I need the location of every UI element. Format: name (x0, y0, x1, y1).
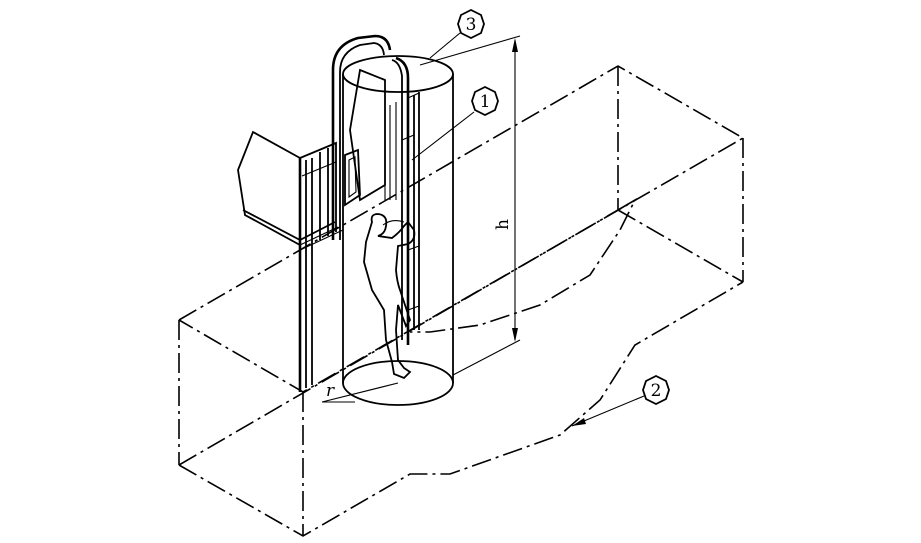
door-panel (344, 68, 386, 207)
callout-2-label: 2 (651, 381, 662, 401)
callout-1: 1 (411, 85, 499, 161)
radius-label: r (326, 381, 335, 401)
platform (237, 130, 344, 392)
callout-1-label: 1 (480, 92, 491, 112)
ladder-cage (331, 34, 420, 345)
callout-3: 3 (429, 8, 485, 59)
height-label: h (493, 219, 513, 230)
callout-2: 2 (571, 374, 670, 427)
worker-figure (363, 213, 416, 380)
height-dimension: h (419, 35, 521, 376)
danger-zone-box (178, 65, 745, 537)
radius-dimension: r (321, 381, 399, 403)
callout-3-label: 3 (466, 15, 477, 35)
